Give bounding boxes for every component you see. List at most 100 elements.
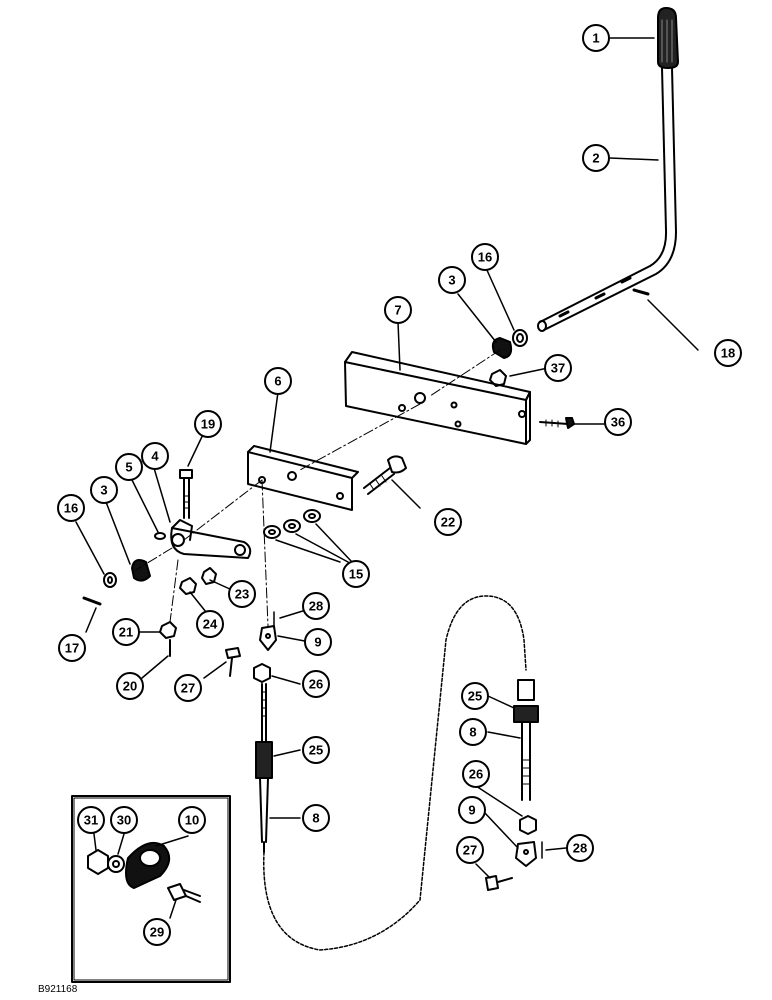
callout-circle [471,243,499,271]
callout-circle [228,580,256,608]
callout-3: 3 [438,266,466,294]
callout-9: 9 [458,796,486,824]
callout-31: 31 [77,806,105,834]
callout-circle [434,508,462,536]
callout-number: 20 [123,679,137,694]
callout-6: 6 [264,367,292,395]
callout-26: 26 [302,670,330,698]
callout-circle [461,682,489,710]
callout-number: 9 [468,803,475,818]
callout-circle [196,610,224,638]
callout-circle [604,408,632,436]
callout-number: 27 [181,681,195,696]
lower-bushing-washer [103,559,151,588]
callout-circle [302,592,330,620]
callout-8: 8 [302,804,330,832]
callout-37: 37 [544,354,572,382]
callout-27: 27 [456,836,484,864]
callout-circle [714,339,742,367]
washer-5 [154,532,166,540]
callout-28: 28 [302,592,330,620]
callout-circle [194,410,222,438]
callout-circle [302,804,330,832]
callout-number: 26 [309,677,323,692]
callout-number: 26 [469,767,483,782]
callout-circle [57,494,85,522]
leader-lines [75,37,699,919]
callout-number: 4 [151,449,159,464]
callout-circle [458,796,486,824]
callout-number: 25 [309,743,323,758]
callout-19: 19 [194,410,222,438]
screw-36 [539,417,575,429]
callout-number: 25 [468,689,482,704]
callout-circle [143,918,171,946]
callout-circle [302,670,330,698]
callout-number: 29 [150,925,164,940]
callout-27: 27 [174,674,202,702]
callout-number: 10 [185,813,199,828]
callout-16: 16 [471,243,499,271]
callout-number: 9 [314,635,321,650]
callout-number: 8 [312,811,319,826]
alignment-lines [135,349,501,627]
callout-circle [438,266,466,294]
callout-circle [112,618,140,646]
callout-36: 36 [604,408,632,436]
callout-circle [459,718,487,746]
callout-10: 10 [178,806,206,834]
callout-circle [302,736,330,764]
callout-number: 8 [469,725,476,740]
callout-5: 5 [115,453,143,481]
callout-circle [582,24,610,52]
callout-number: 22 [441,515,455,530]
callout-26: 26 [462,760,490,788]
hex-nut-37 [489,369,507,387]
callout-circle [77,806,105,834]
callout-20: 20 [116,672,144,700]
callout-28: 28 [566,834,594,862]
callout-circle [174,674,202,702]
callout-circle [456,836,484,864]
jam-nut-upper [253,663,271,683]
callout-number: 28 [309,599,323,614]
mounting-plate [247,445,359,511]
callout-7: 7 [384,296,412,324]
clevis-lower [515,841,537,867]
callout-number: 27 [463,843,477,858]
callout-18: 18 [714,339,742,367]
callout-2: 2 [582,144,610,172]
callout-number: 18 [721,346,735,361]
callout-9: 9 [304,628,332,656]
callout-number: 16 [64,501,78,516]
callout-number: 3 [448,273,455,288]
clevis-pin-upper [225,647,241,677]
jam-nut-lower [519,815,537,835]
callout-25: 25 [302,736,330,764]
callout-circle [462,760,490,788]
callout-number: 24 [203,617,218,632]
callout-number: 5 [125,460,132,475]
callout-circle [58,634,86,662]
callout-3: 3 [90,476,118,504]
callout-circle [264,367,292,395]
callout-number: 17 [65,641,79,656]
clevis-upper [259,625,277,651]
callout-number: 2 [592,151,599,166]
callout-number: 23 [235,587,249,602]
callout-number: 30 [117,813,131,828]
callout-number: 36 [611,415,625,430]
callout-circle [544,354,572,382]
callout-number: 21 [119,625,133,640]
callout-number: 15 [349,567,363,582]
callout-number: 6 [274,374,281,389]
callout-circle [566,834,594,862]
callout-circle [141,442,169,470]
callout-circle [384,296,412,324]
callout-number: 3 [100,483,107,498]
callout-circle [90,476,118,504]
callout-30: 30 [110,806,138,834]
bolt-22 [363,455,407,495]
